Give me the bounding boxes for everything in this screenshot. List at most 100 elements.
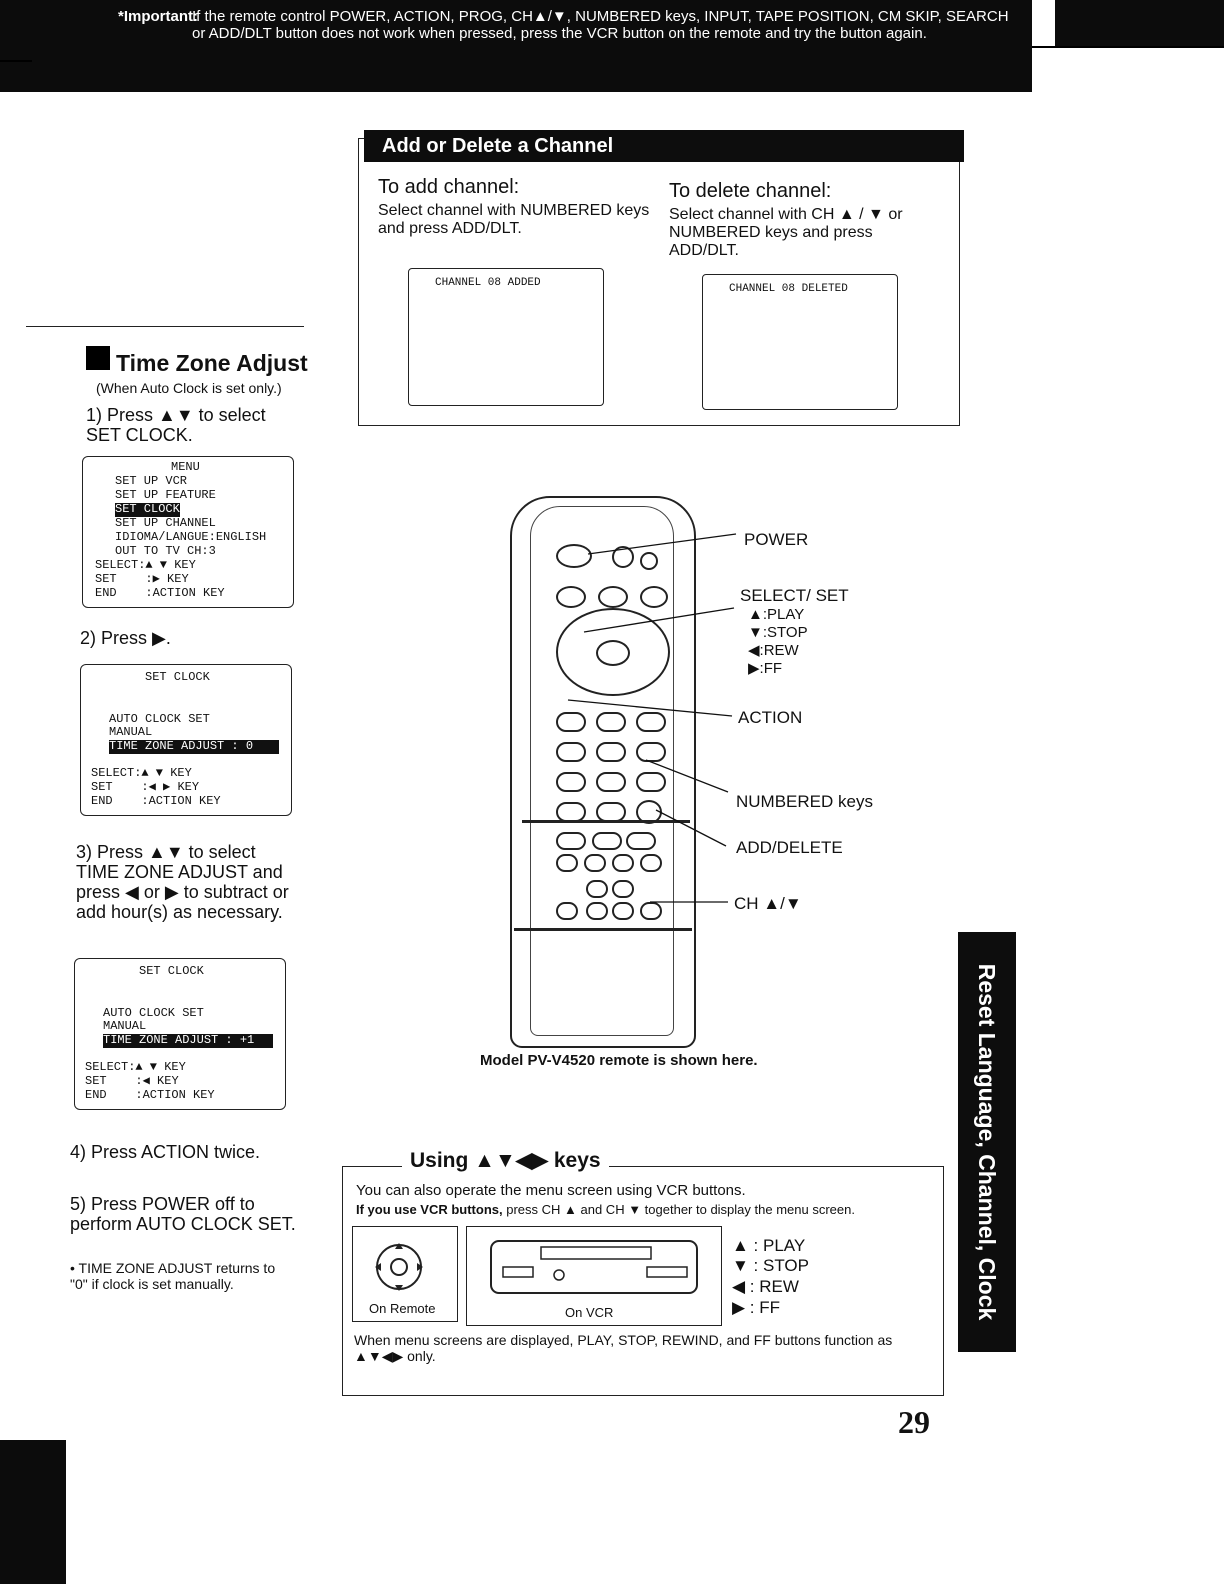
menu-line: OUT TO TV CH:3: [115, 544, 216, 558]
using-keys-box: [342, 1166, 944, 1396]
divider: [1032, 46, 1224, 48]
channel-label: CH ▲/▼: [734, 894, 802, 913]
step-1: 1) Press ▲▼ to select SET CLOCK.: [86, 405, 266, 445]
remote-divider: [514, 928, 692, 931]
rew-label: ◀:REW: [748, 642, 799, 659]
menu-screen-3: SET CLOCK AUTO CLOCK SET MANUAL TIME ZON…: [74, 958, 286, 1110]
menu-line-selected: SET CLOCK: [115, 502, 180, 517]
menu-line: END :ACTION KEY: [85, 1088, 215, 1102]
using-keys-line2-bold: If you use VCR buttons,: [356, 1202, 503, 1217]
delete-channel-text: Select channel with CH ▲ / ▼ or NUMBERED…: [669, 206, 903, 259]
number-6-button[interactable]: [636, 742, 666, 762]
sap-button[interactable]: [556, 902, 578, 920]
dbs-cable-button[interactable]: [640, 586, 668, 608]
menu-line: SELECT:▲ ▼ KEY: [91, 766, 192, 780]
using-keys-line2: If you use VCR buttons, press CH ▲ and C…: [356, 1202, 855, 1217]
cm-skip-button[interactable]: [584, 854, 606, 872]
menu-line: END :ACTION KEY: [91, 794, 221, 808]
menu-line: SET CLOCK: [145, 670, 210, 684]
delete-screen-text: CHANNEL 08 DELETED: [729, 283, 848, 295]
speed-button[interactable]: [612, 854, 634, 872]
menu-line: SET CLOCK: [139, 964, 204, 978]
using-play: ▲ : PLAY: [732, 1236, 806, 1255]
pause-button[interactable]: [556, 854, 578, 872]
on-vcr-label: On VCR: [565, 1305, 614, 1320]
remote-arrow-pad-icon: [375, 1243, 423, 1291]
section-side-tab-text: Reset Language, Channel, Clock: [974, 963, 1000, 1321]
add-channel-title: To add channel:: [378, 176, 520, 198]
power-label: POWER: [744, 530, 809, 549]
menu-line: AUTO CLOCK SET: [109, 712, 210, 726]
time-zone-note: (When Auto Clock is set only.): [96, 380, 282, 396]
using-keys-line2-rest: press CH ▲ and CH ▼ together to display …: [502, 1202, 855, 1217]
number-9-button[interactable]: [636, 772, 666, 792]
volume-up-button[interactable]: [586, 880, 608, 898]
tv-button[interactable]: [598, 586, 628, 608]
menu-line: END :ACTION KEY: [95, 586, 225, 600]
step-2: 2) Press ▶.: [80, 628, 171, 648]
menu-line-selected: TIME ZONE ADJUST : +1: [103, 1033, 273, 1048]
divider: [0, 60, 32, 62]
menu-line: SET :◀ ▶ KEY: [91, 780, 200, 794]
select-button[interactable]: [596, 640, 630, 666]
search-button[interactable]: [640, 854, 662, 872]
menu-line: IDIOMA/LANGUE:ENGLISH: [115, 530, 267, 544]
section-side-tab: [958, 932, 1016, 1352]
menu-line: AUTO CLOCK SET: [103, 1006, 204, 1020]
channel-up-button[interactable]: [612, 880, 634, 898]
step-3: 3) Press ▲▼ to select TIME ZONE ADJUST a…: [76, 842, 289, 922]
number-4-button[interactable]: [556, 742, 586, 762]
channel-down-button[interactable]: [612, 902, 634, 920]
number-3-button[interactable]: [636, 712, 666, 732]
number-5-button[interactable]: [596, 742, 626, 762]
using-stop: ▼ : STOP: [732, 1256, 809, 1275]
volume-down-button[interactable]: [586, 902, 608, 920]
time-zone-bullet: • TIME ZONE ADJUST returns to "0" if clo…: [70, 1260, 276, 1292]
important-label: *Important:: [118, 8, 198, 25]
number-2-button[interactable]: [596, 712, 626, 732]
using-keys-line1: You can also operate the menu screen usi…: [356, 1182, 746, 1199]
numbered-keys-label: NUMBERED keys: [736, 792, 873, 811]
on-vcr-figure: On VCR: [466, 1226, 722, 1326]
remote-illustration: [510, 496, 696, 1048]
menu-line: MANUAL: [109, 725, 153, 739]
using-rew: ◀ : REW: [732, 1277, 799, 1296]
step-5: 5) Press POWER off to perform AUTO CLOCK…: [70, 1194, 296, 1234]
menu-line: SET :◀ KEY: [85, 1074, 179, 1088]
menu-screen-1: MENU SET UP VCR SET UP FEATURE SET CLOCK…: [82, 456, 294, 608]
display-button[interactable]: [592, 832, 622, 850]
menu-line: SET :▶ KEY: [95, 572, 189, 586]
stop-label: ▼:STOP: [748, 624, 808, 641]
add-delete-title: Add or Delete a Channel: [364, 130, 964, 162]
number-8-button[interactable]: [596, 772, 626, 792]
action-label: ACTION: [738, 708, 803, 727]
vcr-button[interactable]: [556, 586, 586, 608]
add-channel-screen: CHANNEL 08 ADDED: [408, 268, 604, 406]
recall-button[interactable]: [640, 902, 662, 920]
eject-button[interactable]: [612, 546, 634, 568]
remote-caption: Model PV-V4520 remote is shown here.: [480, 1052, 758, 1069]
delete-channel-screen: CHANNEL 08 DELETED: [702, 274, 898, 410]
power-button[interactable]: [556, 544, 592, 568]
number-7-button[interactable]: [556, 772, 586, 792]
select-set-label: SELECT/ SET: [740, 586, 849, 605]
number-1-button[interactable]: [556, 712, 586, 732]
menu-line: SET UP CHANNEL: [115, 516, 216, 530]
section-square-icon: [86, 346, 110, 370]
important-banner: [0, 0, 1032, 92]
menu-line: SET UP FEATURE: [115, 488, 216, 502]
page-number: 29: [898, 1404, 930, 1440]
menu-line-selected: TIME ZONE ADJUST : 0: [109, 739, 279, 754]
vcr-front-icon: [490, 1240, 698, 1294]
using-keys-title: Using ▲▼◀▶ keys: [402, 1148, 609, 1173]
using-keys-footer: When menu screens are displayed, PLAY, S…: [354, 1332, 893, 1364]
on-remote-label: On Remote: [369, 1301, 436, 1316]
light-button[interactable]: [640, 552, 658, 570]
on-remote-figure: On Remote: [352, 1226, 458, 1322]
delete-channel-title: To delete channel:: [669, 180, 832, 202]
corner-block: [0, 1440, 66, 1584]
important-text: If the remote control POWER, ACTION, PRO…: [192, 8, 1009, 42]
tape-position-button[interactable]: [626, 832, 656, 850]
counter-reset-button[interactable]: [556, 832, 586, 850]
